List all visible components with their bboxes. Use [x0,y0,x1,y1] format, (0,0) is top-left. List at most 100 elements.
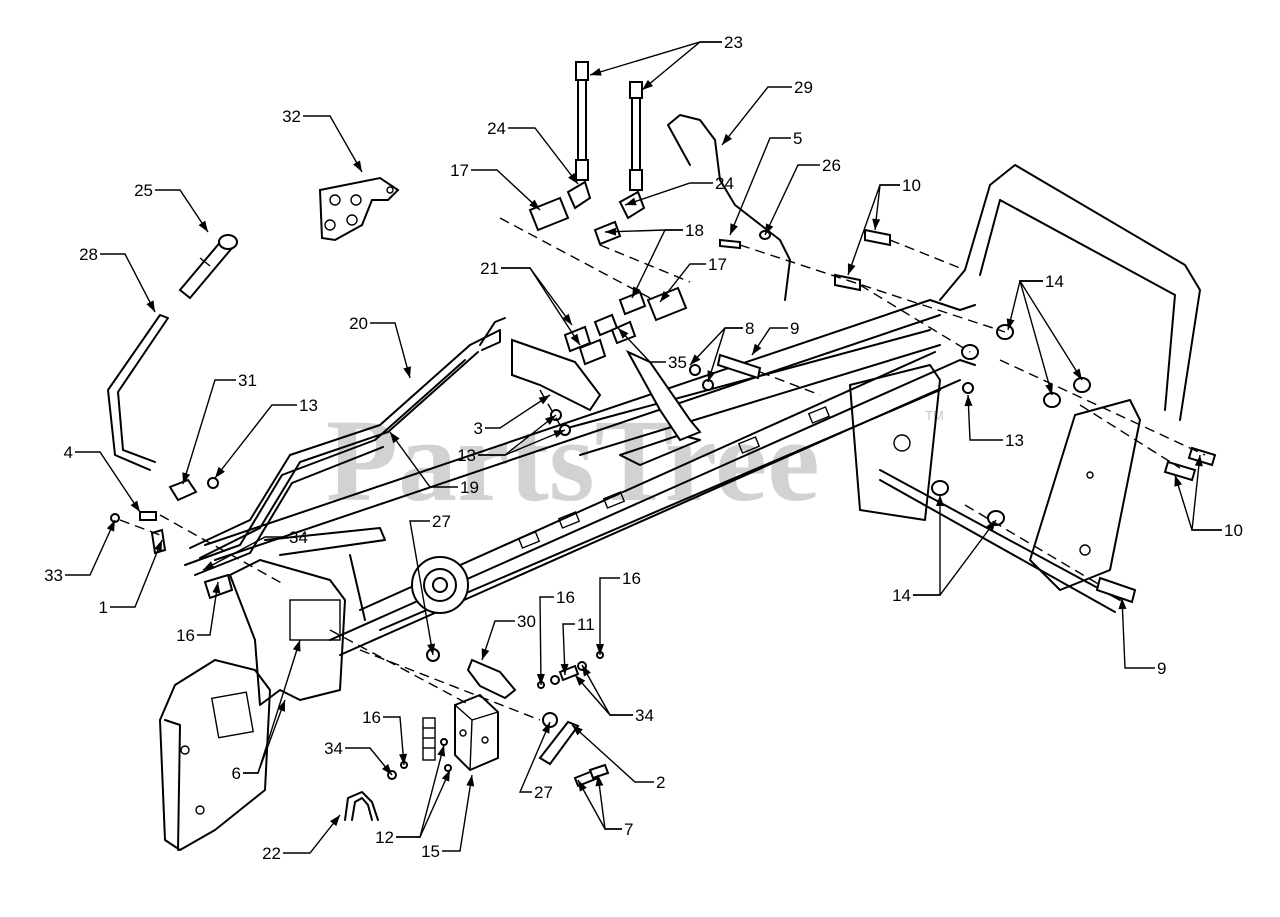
callout-leader [967,394,1003,441]
callout-10: 10 [1174,454,1243,540]
callout-number: 34 [324,739,343,758]
callout-8: 8 [689,319,754,383]
callout-arrowhead [381,763,392,775]
callout-10: 10 [847,176,921,276]
callout-number: 29 [794,78,813,97]
callout-number: 12 [375,828,394,847]
watermark-text: PartsTree [326,395,820,526]
callout-18: 18 [604,221,704,299]
callout-arrowhead [568,172,578,184]
callout-23: 23 [589,33,743,91]
callout-leader [303,115,363,173]
callout-number: 16 [362,708,381,727]
callout-arrowhead [330,815,340,827]
callout-number: 11 [577,615,595,634]
callout-leader [442,774,473,852]
callout-24: 24 [624,174,734,206]
callout-33: 33 [44,519,116,585]
main-lift-frame [204,299,976,656]
callout-leader [518,721,551,793]
callout-leader [202,536,287,571]
callout-arrowhead [707,370,716,382]
callout-28: 28 [79,245,156,313]
callout-25: 25 [134,181,209,233]
callout-arrowhead [730,223,738,235]
part-22-u-bolt-inner [351,797,373,821]
callout-32: 32 [282,107,363,173]
callout-arrowhead [553,430,565,438]
callout-number: 16 [556,588,575,607]
callout-leader [396,769,451,838]
callout-arrowhead [529,199,540,210]
callout-number: 13 [457,446,476,465]
callout-12: 12 [375,744,451,847]
callout-number: 8 [745,319,754,338]
callout-27: 27 [518,721,553,802]
washers [203,573,610,788]
callout-leader [1007,280,1043,331]
callout-arrowhead [203,561,215,570]
callout-9: 9 [751,319,799,356]
callout-arrowhead [625,197,637,206]
callout-arrowhead [632,286,641,298]
callout-leader [707,327,743,383]
callout-29: 29 [721,78,813,146]
callout-24: 24 [487,119,579,185]
callout-leader [1018,280,1083,381]
callout-arrowhead [481,648,490,660]
callout-arrowhead [427,643,436,655]
callout-arrowhead [353,160,362,172]
callout-number: 32 [282,107,301,126]
callout-leader [75,451,141,513]
callout-arrowhead [618,328,629,339]
callout-leader [65,519,116,576]
callout-arrowhead [292,640,301,652]
callout-number: 34 [635,706,654,725]
callout-leader [562,623,575,676]
callout-leader [624,182,713,206]
callout-leader [481,620,515,661]
callout-34: 34 [202,528,308,571]
left-side-plates [159,527,386,851]
callout-number: 19 [460,478,479,497]
callout-arrowhead [605,227,617,236]
callout-arrowhead [106,520,115,532]
part-2-arm [538,720,580,766]
part-15-valve-block [454,693,499,772]
callout-arrowhead [986,520,996,532]
callout-2: 2 [571,724,665,792]
callout-number: 31 [238,371,257,390]
callout-arrowhead [399,753,408,765]
callout-arrowhead [441,770,450,782]
rear-frame-loop [849,164,1201,613]
callout-number: 16 [622,569,641,588]
callout-leader [1019,280,1053,396]
callout-arrowhead [752,343,762,355]
callout-leader [110,539,163,608]
part-25-pin [178,234,238,300]
callout-number: 18 [685,221,704,240]
callout-number: 10 [902,176,921,195]
callout-arrowhead [964,395,973,407]
callout-leader [597,774,622,830]
callout-arrowhead [544,415,556,425]
callout-number: 17 [450,161,469,180]
callout-15: 15 [421,774,475,861]
part-31-block [168,478,198,502]
callout-leader [389,431,458,488]
callout-arrowhead [1174,475,1183,487]
part-29-rod [667,114,791,301]
callout-arrowhead [541,722,550,734]
callout-number: 7 [624,820,633,839]
callout-19: 19 [389,431,479,497]
callout-leader [345,747,393,776]
callout-16: 16 [596,569,641,655]
callout-arrowhead [596,644,604,655]
assembly-lines [119,217,1206,721]
callout-leader [913,519,997,596]
callout-leader [659,263,706,303]
callout-arrowhead [1072,368,1082,380]
callout-16: 16 [536,588,575,686]
callout-number: 22 [262,844,281,863]
